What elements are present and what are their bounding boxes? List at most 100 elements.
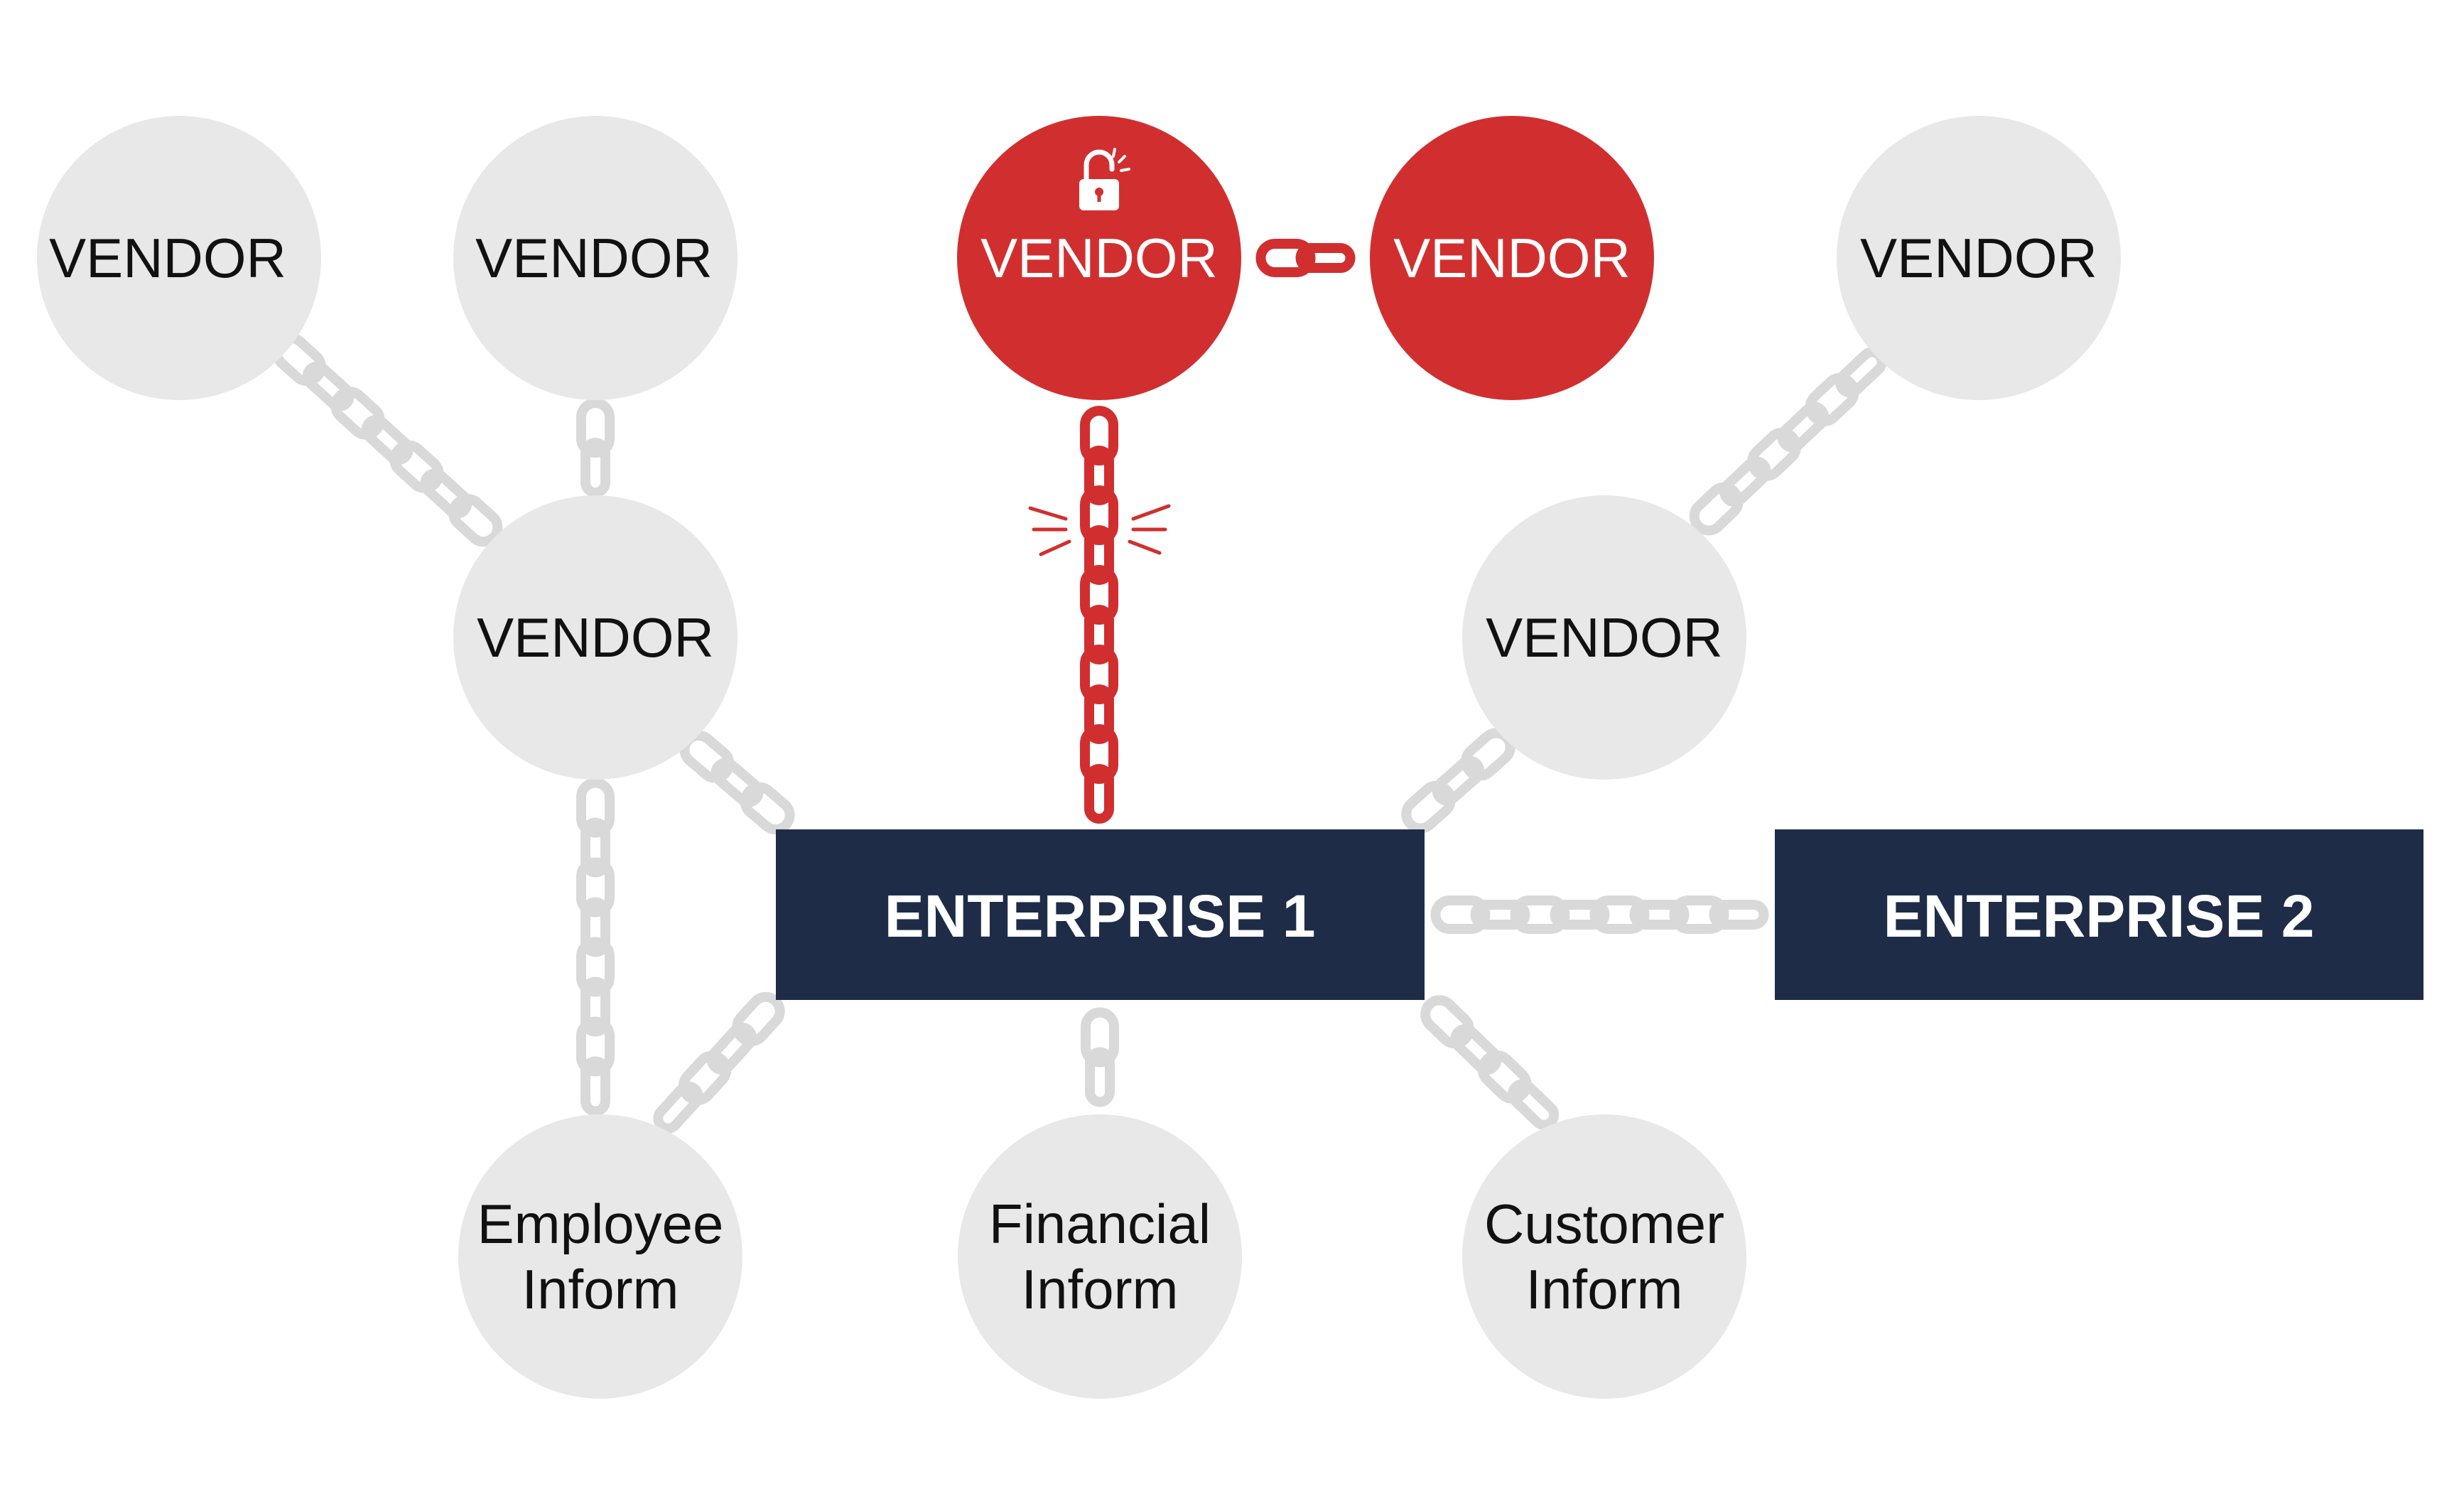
chain-link bbox=[1080, 406, 1118, 466]
chain-link bbox=[732, 991, 785, 1046]
chain-link bbox=[361, 414, 414, 466]
chain-link bbox=[1401, 780, 1456, 834]
chain-link bbox=[1084, 764, 1114, 824]
chain-links bbox=[271, 239, 1887, 1134]
break-mark bbox=[1128, 539, 1162, 555]
vendor-label: VENDOR bbox=[1860, 227, 2097, 289]
chain-vendor-top-2-to-vendor-mid-left bbox=[576, 398, 615, 497]
chain-link bbox=[1689, 482, 1744, 536]
chain-enterprise-1-to-enterprise-2 bbox=[1430, 895, 1769, 934]
unlocked-padlock-icon bbox=[1079, 148, 1130, 210]
chain-link bbox=[706, 1022, 757, 1075]
chain-enterprise-1-to-info-financial bbox=[1081, 1007, 1119, 1107]
chain-link bbox=[1080, 485, 1118, 545]
chain-vendor-top-1-to-vendor-mid-left bbox=[271, 333, 503, 547]
vendor-label: VENDOR bbox=[475, 227, 713, 289]
chain-link bbox=[740, 782, 795, 835]
chain-link bbox=[580, 897, 610, 957]
info-label-line-1: Financial bbox=[989, 1193, 1211, 1255]
chain-vendor-top-3-to-enterprise-1 bbox=[1080, 406, 1118, 824]
chain-link bbox=[1085, 1047, 1115, 1107]
chain-link bbox=[1450, 1024, 1502, 1075]
chain-link bbox=[653, 1081, 703, 1134]
chain-link bbox=[580, 817, 610, 878]
info-label-line-2: Inform bbox=[522, 1258, 679, 1320]
broken-link-marks bbox=[1028, 504, 1171, 556]
vendor-node-top-2: VENDOR bbox=[453, 116, 737, 400]
vendor-node-compromised-1: VENDOR bbox=[957, 116, 1241, 400]
chain-link bbox=[302, 361, 355, 411]
chain-link bbox=[1084, 684, 1114, 744]
vendor-label: VENDOR bbox=[477, 606, 714, 669]
chain-vendor-top-3-to-vendor-top-4 bbox=[1255, 239, 1356, 277]
vendor-node-top-1: VENDOR bbox=[37, 116, 321, 400]
chain-link bbox=[1080, 724, 1118, 784]
chain-link bbox=[580, 438, 610, 497]
chain-vendor-mid-left-to-enterprise-1 bbox=[679, 730, 795, 835]
info-node-customer: Customer Inform bbox=[1462, 1114, 1746, 1399]
enterprise-2-box: ENTERPRISE 2 bbox=[1775, 829, 2424, 1000]
chain-link bbox=[1420, 995, 1474, 1049]
chain-enterprise-1-to-vendor-mid-right bbox=[1401, 728, 1515, 834]
chain-link bbox=[389, 440, 444, 493]
break-mark bbox=[1039, 539, 1071, 556]
vendor-label: VENDOR bbox=[1486, 606, 1723, 669]
chain-link bbox=[1747, 427, 1802, 481]
chain-link bbox=[1510, 895, 1570, 934]
info-label-line-2: Inform bbox=[1021, 1258, 1178, 1320]
chain-link bbox=[576, 1016, 615, 1077]
info-node-financial: Financial Inform bbox=[958, 1114, 1242, 1399]
chain-link bbox=[1295, 243, 1356, 273]
chain-link bbox=[1629, 900, 1690, 930]
chain-link bbox=[1477, 1050, 1532, 1104]
chain-link bbox=[1507, 1079, 1560, 1130]
chain-link bbox=[1080, 565, 1118, 625]
chain-link bbox=[580, 977, 610, 1037]
chain-link bbox=[420, 468, 472, 519]
chain-link bbox=[1081, 1007, 1119, 1067]
vendor-node-compromised-2: VENDOR bbox=[1370, 116, 1654, 400]
chain-link bbox=[710, 758, 764, 807]
chain-link bbox=[1255, 239, 1316, 277]
chain-link bbox=[576, 398, 615, 458]
chain-link bbox=[580, 1056, 610, 1117]
vendor-node-mid-right: VENDOR bbox=[1462, 495, 1746, 780]
chain-link bbox=[1709, 900, 1769, 930]
info-label-line-1: Employee bbox=[477, 1193, 724, 1255]
chain-link bbox=[1432, 755, 1485, 806]
chain-vendor-mid-left-to-info-employee bbox=[576, 778, 615, 1117]
enterprise-1-box: ENTERPRISE 1 bbox=[776, 829, 1425, 1000]
chain-link bbox=[576, 937, 615, 997]
chain-link bbox=[448, 493, 503, 547]
enterprise-label: ENTERPRISE 1 bbox=[885, 883, 1316, 949]
info-node-employee: Employee Inform bbox=[458, 1114, 742, 1399]
break-mark bbox=[1028, 506, 1068, 521]
chain-link bbox=[576, 857, 615, 918]
vendor-node-mid-left: VENDOR bbox=[453, 495, 737, 780]
chain-link bbox=[1669, 895, 1729, 934]
enterprise-label: ENTERPRISE 2 bbox=[1884, 883, 2315, 949]
break-mark bbox=[1131, 504, 1171, 521]
chain-link bbox=[1084, 605, 1114, 665]
chain-link bbox=[1430, 895, 1491, 934]
chain-link bbox=[1470, 900, 1530, 930]
chain-link bbox=[1589, 895, 1650, 934]
chain-link bbox=[1084, 525, 1114, 585]
info-label-line-2: Inform bbox=[1525, 1258, 1682, 1320]
info-label-line-1: Customer bbox=[1484, 1193, 1724, 1255]
chain-enterprise-1-to-info-employee bbox=[653, 991, 785, 1134]
chain-link bbox=[1777, 402, 1830, 453]
chain-link bbox=[679, 1050, 732, 1105]
chain-vendor-mid-right-to-vendor-top-5 bbox=[1689, 347, 1887, 536]
vendor-label: VENDOR bbox=[49, 227, 286, 289]
chain-enterprise-1-to-info-customer bbox=[1420, 995, 1560, 1130]
chain-link bbox=[576, 778, 615, 838]
chain-link bbox=[1084, 446, 1114, 505]
chain-link bbox=[330, 387, 385, 440]
chain-link bbox=[1550, 900, 1610, 930]
chain-link bbox=[1080, 645, 1118, 704]
vendor-label: VENDOR bbox=[1393, 227, 1631, 289]
vendor-label: VENDOR bbox=[980, 227, 1218, 289]
chain-link bbox=[1719, 456, 1771, 507]
